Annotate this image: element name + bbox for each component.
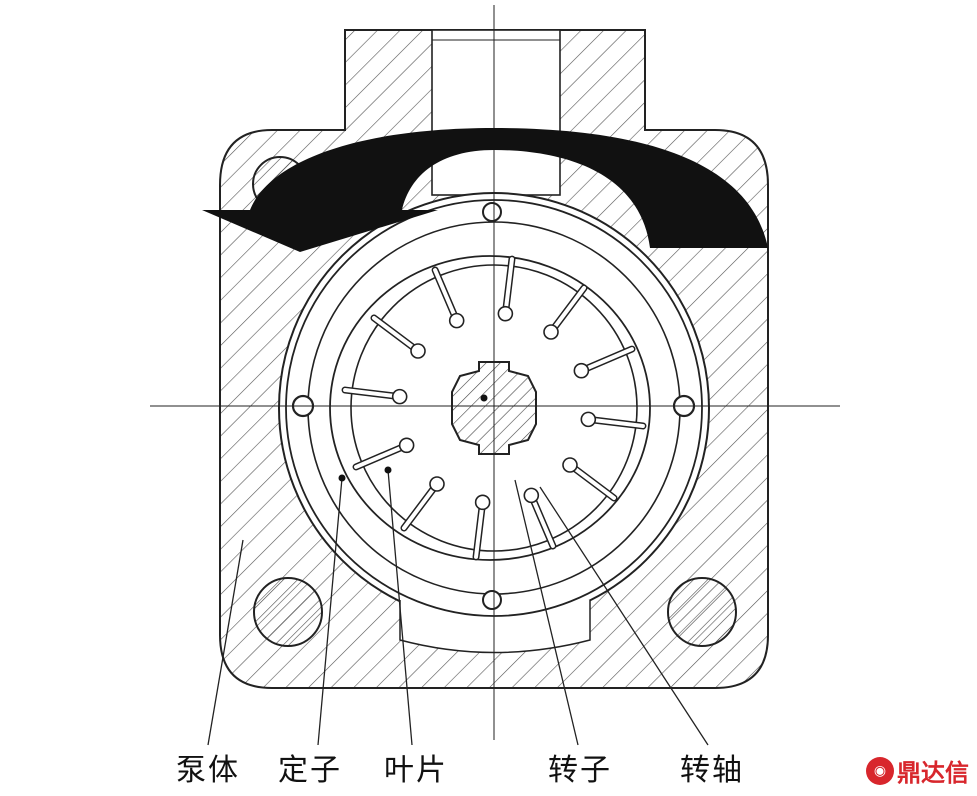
vane-slot-hole <box>573 362 590 379</box>
label-shaft: 转轴 <box>680 753 744 788</box>
vane-fill <box>579 347 634 373</box>
vane-fill <box>529 493 555 548</box>
vane-fill <box>343 388 402 399</box>
label-stator: 定子 <box>278 753 342 788</box>
watermark: ◉ 鼎达信 <box>866 753 969 788</box>
bolt-bottom-left <box>253 577 323 647</box>
vane-fill <box>474 500 485 559</box>
vane-fill <box>401 481 439 530</box>
vane-fill <box>503 257 514 316</box>
vane-slot-hole <box>562 457 578 473</box>
stator-pin-bottom <box>482 590 502 610</box>
vane-slot-hole <box>448 312 465 329</box>
vane-slot-hole <box>580 411 597 428</box>
leader-dots <box>338 466 392 482</box>
vane-slot-hole <box>474 494 491 511</box>
leader-lines <box>207 469 709 746</box>
label-vane: 叶片 <box>384 753 448 788</box>
stator-pin-top <box>482 202 502 222</box>
bolt-bottom-right <box>667 577 737 647</box>
vanes <box>341 255 647 561</box>
vane-slot-hole <box>391 388 408 405</box>
watermark-text: 鼎达信 <box>897 759 969 787</box>
vane-fill <box>372 315 421 353</box>
label-rotor: 转子 <box>548 753 612 788</box>
vane-slot-hole <box>497 305 514 322</box>
vane-fill <box>354 443 409 469</box>
rotation-arrow <box>202 128 768 252</box>
vane-fill <box>586 417 645 428</box>
vane-slot-hole <box>543 324 559 340</box>
label-pump-body: 泵体 <box>176 753 240 788</box>
center-lines <box>150 5 840 740</box>
vane-slot-hole <box>429 476 445 492</box>
vane-slot-hole <box>410 343 426 359</box>
vane-fill <box>549 286 587 335</box>
vane-slot-hole <box>523 487 540 504</box>
vane-slot-hole <box>398 437 415 454</box>
vane-fill <box>433 268 459 323</box>
brand-logo-icon: ◉ <box>866 756 894 785</box>
vane-fill <box>567 463 616 501</box>
